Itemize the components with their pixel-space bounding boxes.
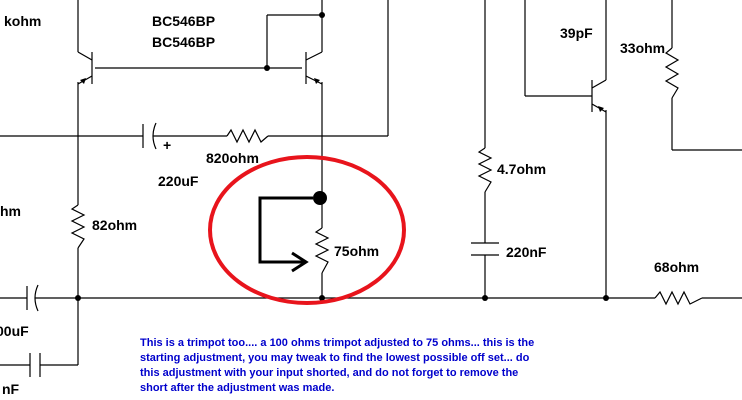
capacitor-lower-left [29,353,41,377]
label-4.7ohm: 4.7ohm [497,161,546,177]
transistor-left [77,51,93,85]
label-39pf: 39pF [560,25,593,41]
label-ohm-fragment: hm [0,203,21,219]
capacitor-left-electrolytic [26,284,39,312]
resistor-820ohm [226,128,269,144]
transistor-right [305,51,323,85]
label-transistor-b: BC546BP [152,34,215,50]
note-line-1: This is a trimpot too.... a 100 ohms tri… [140,337,534,349]
label-220nf: 220nF [506,244,547,260]
label-75ohm: 75ohm [334,243,379,259]
note-line-3: this adjustment with your input shorted,… [140,367,518,379]
label-220uf: 220uF [158,173,199,189]
transistor-far-right [591,79,607,113]
resistor-68ohm [654,290,703,306]
label-33ohm: 33ohm [620,40,665,56]
resistor-4.7ohm [477,147,493,193]
label-82ohm: 82ohm [92,217,137,233]
capacitor-220nf [471,242,499,256]
label-plus-sign: + [163,137,171,153]
label-68ohm: 68ohm [654,259,699,275]
note-line-4: short after the adjustment was made. [140,382,334,394]
label-nf-fragment: nF [2,381,20,397]
label-kohm: kohm [4,13,41,29]
resistor-82ohm [70,204,86,249]
resistor-75ohm-trimpot [314,227,330,274]
junction-dots [75,12,609,301]
explanatory-note: This is a trimpot too.... a 100 ohms tri… [140,337,534,394]
capacitor-220uf [142,122,157,150]
note-line-2: starting adjustment, you may tweak to fi… [140,352,530,364]
trimpot-wiper-arrow [258,196,313,273]
resistor-33ohm [664,47,680,99]
annotation-circle [208,155,406,305]
label-00uf: 00uF [0,323,29,339]
label-820ohm: 820ohm [206,150,259,166]
label-transistor-a: BC546BP [152,13,215,29]
